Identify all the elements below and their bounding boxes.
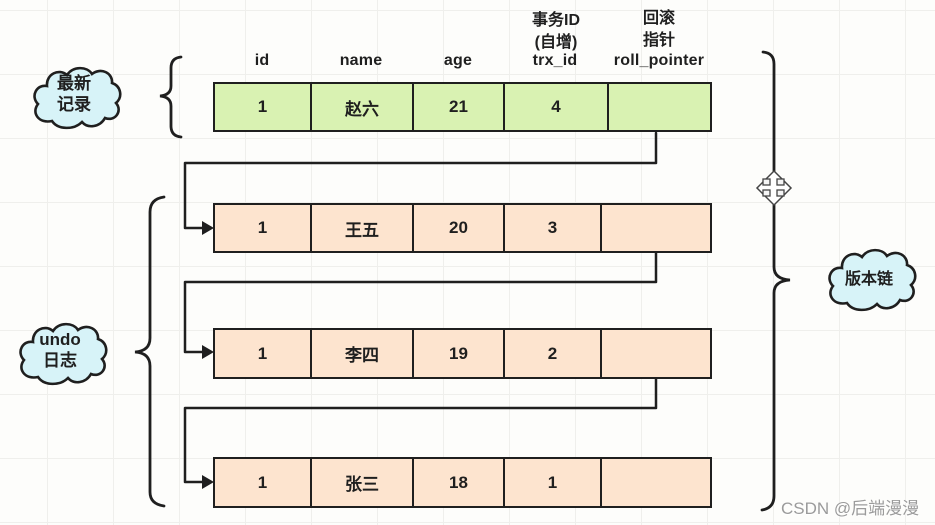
undo-log-label: undo 日志: [22, 329, 98, 371]
cell-name: 王五: [312, 205, 414, 251]
roll-pointer-connector-1: [183, 131, 658, 235]
undo-log-label-line2: 日志: [43, 351, 77, 370]
cell-age: 18: [414, 459, 505, 506]
trx-id-note-line1: 事务ID: [531, 12, 581, 29]
cell-name: 赵六: [312, 84, 414, 130]
column-header-trx-id: trx_id: [532, 52, 578, 69]
watermark: CSDN @后端漫漫: [781, 499, 920, 518]
cell-roll-pointer: [602, 459, 710, 506]
cell-trx-id: 4: [505, 84, 609, 130]
column-header-roll-pointer: roll_pointer: [613, 52, 705, 69]
latest-record-label-line1: 最新: [57, 74, 91, 93]
undo-log-row-3: 1 张三 18 1: [213, 457, 712, 508]
cell-name: 张三: [312, 459, 414, 506]
roll-pointer-connector-3: [183, 377, 658, 489]
undo-log-row-2: 1 李四 19 2: [213, 328, 712, 379]
brace-undo-log: [134, 195, 166, 508]
cell-age: 20: [414, 205, 505, 251]
cell-trx-id: 3: [505, 205, 602, 251]
brace-latest-record: [159, 55, 183, 139]
undo-log-label-line1: undo: [39, 330, 81, 349]
cell-age: 21: [414, 84, 505, 130]
cell-roll-pointer: [602, 330, 710, 377]
version-chain-label: 版本链: [844, 271, 893, 288]
cell-roll-pointer: [609, 84, 710, 130]
cell-roll-pointer: [602, 205, 710, 251]
column-header-name: name: [339, 52, 383, 69]
latest-record-label: 最新 记录: [36, 73, 112, 115]
column-header-id: id: [254, 52, 270, 69]
roll-pointer-note-line2: 指针: [642, 32, 676, 49]
cell-id: 1: [215, 84, 312, 130]
cell-id: 1: [215, 330, 312, 377]
column-header-age: age: [443, 52, 473, 69]
latest-record-row: 1 赵六 21 4: [213, 82, 712, 132]
roll-pointer-connector-2: [183, 251, 658, 359]
cell-trx-id: 1: [505, 459, 602, 506]
brace-version-chain: [760, 50, 791, 512]
cell-age: 19: [414, 330, 505, 377]
cell-id: 1: [215, 459, 312, 506]
undo-log-row-1: 1 王五 20 3: [213, 203, 712, 253]
trx-id-note-line2: (自增): [534, 34, 578, 51]
latest-record-label-line2: 记录: [57, 95, 91, 114]
move-icon[interactable]: [755, 169, 793, 207]
cell-trx-id: 2: [505, 330, 602, 377]
cell-id: 1: [215, 205, 312, 251]
cell-name: 李四: [312, 330, 414, 377]
roll-pointer-note-line1: 回滚: [642, 10, 676, 27]
